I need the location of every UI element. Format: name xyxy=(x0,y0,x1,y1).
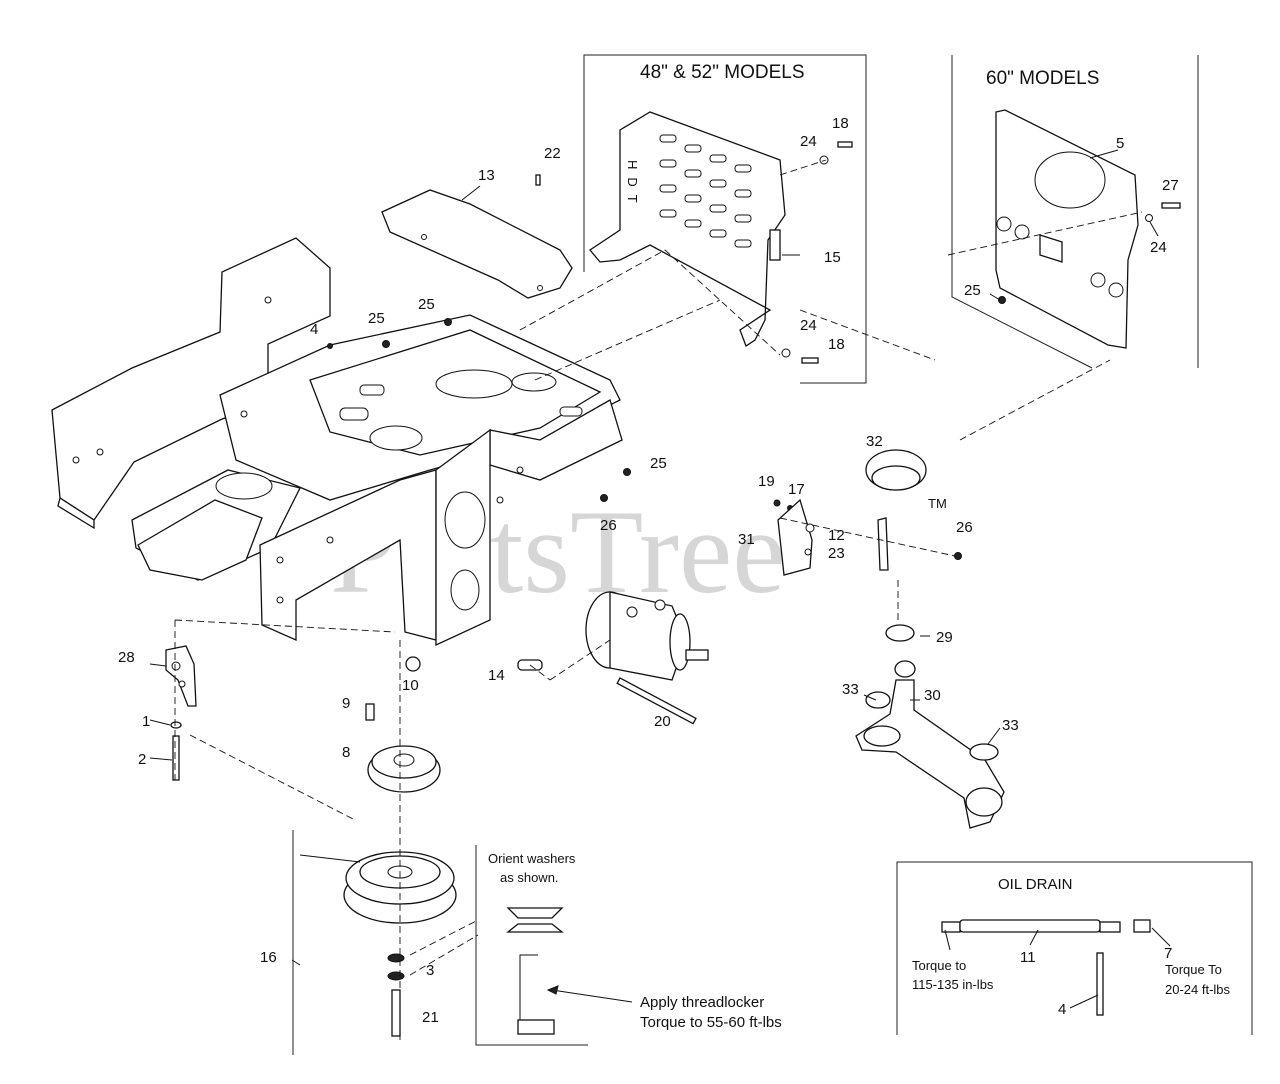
part-label-26-b: 26 xyxy=(956,519,973,536)
part-label-29: 29 xyxy=(936,629,953,646)
part-30-fill-tube xyxy=(855,624,1005,829)
torque-left-line2: 115-135 in-lbs xyxy=(912,977,994,992)
part-label-22: 22 xyxy=(544,145,561,162)
part-28-bracket xyxy=(165,645,197,707)
threadlocker-line1: Apply threadlocker xyxy=(640,994,764,1011)
part-label-8: 8 xyxy=(342,744,350,761)
part-label-14: 14 xyxy=(488,667,505,684)
part-label-28: 28 xyxy=(118,649,135,666)
part-label-15: 15 xyxy=(824,249,841,266)
part-label-24-bottom: 24 xyxy=(800,317,817,334)
panel-hdt-logo: HDT xyxy=(625,160,640,211)
inset-48-52-title: 48" & 52" MODELS xyxy=(640,62,805,83)
notes: Orient washers as shown. Apply threadloc… xyxy=(488,851,1231,1031)
part-label-4-drain: 4 xyxy=(1058,1001,1066,1018)
inset-60-models: 60" MODELS xyxy=(951,55,1199,369)
part-label-21: 21 xyxy=(422,1009,439,1026)
part-31-bracket xyxy=(777,498,889,576)
part-label-7: 7 xyxy=(1164,945,1172,962)
threadlocker-line2: Torque to 55-60 ft-lbs xyxy=(640,1014,782,1031)
inset-60-title: 60" MODELS xyxy=(986,68,1099,89)
part-label-32: 32 xyxy=(866,433,883,450)
part-15-hdt-panel: HDT xyxy=(589,111,786,347)
part-label-31: 31 xyxy=(738,531,755,548)
part-number-labels: 1 2 3 4 4 5 7 8 9 10 11 12 13 14 15 16 1… xyxy=(118,115,1179,1026)
part-label-18-top: 18 xyxy=(832,115,849,132)
hardware xyxy=(170,141,1181,781)
part-label-25-c: 25 xyxy=(650,455,667,472)
leader-lines xyxy=(149,149,1171,1009)
part-label-25-d: 25 xyxy=(964,282,981,299)
part-label-17: 17 xyxy=(788,481,805,498)
panel-slots xyxy=(659,134,752,248)
part-label-25-b: 25 xyxy=(418,296,435,313)
part-20-motor xyxy=(585,591,709,725)
part-label-33-left: 33 xyxy=(842,681,859,698)
inset-48-52-models: 48" & 52" MODELS xyxy=(583,54,867,384)
torque-right-line2: 20-24 ft-lbs xyxy=(1165,982,1231,997)
part-label-2: 2 xyxy=(138,751,146,768)
part-label-18-bottom: 18 xyxy=(828,336,845,353)
part-label-24-top: 24 xyxy=(800,133,817,150)
part-label-19: 19 xyxy=(758,473,775,490)
oil-drain-title: OIL DRAIN xyxy=(998,876,1072,893)
part-label-5: 5 xyxy=(1116,135,1124,152)
explosion-lines xyxy=(174,159,1143,1040)
torque-left-line1: Torque to xyxy=(912,958,966,973)
part-label-27: 27 xyxy=(1162,177,1179,194)
part-11-drain-hose xyxy=(941,919,1151,1016)
part-label-11: 11 xyxy=(1020,949,1036,966)
torque-right-line1: Torque To xyxy=(1165,962,1222,977)
orient-washers-line1: Orient washers xyxy=(488,851,576,866)
part-label-3: 3 xyxy=(426,962,434,979)
part-label-30: 30 xyxy=(924,687,941,704)
part-label-20: 20 xyxy=(654,713,671,730)
part-label-25-a: 25 xyxy=(368,310,385,327)
part-label-33-right: 33 xyxy=(1002,717,1019,734)
part-13-plate xyxy=(381,189,573,299)
washer-detail xyxy=(506,907,633,1035)
inset-clutch-detail xyxy=(292,830,588,1055)
part-label-13: 13 xyxy=(478,167,495,184)
part-label-16: 16 xyxy=(260,949,277,966)
orient-washers-line2: as shown. xyxy=(500,870,559,885)
part-label-26-a: 26 xyxy=(600,517,617,534)
part-label-23: 23 xyxy=(828,545,845,562)
part-label-24-right: 24 xyxy=(1150,239,1167,256)
part-label-1: 1 xyxy=(142,713,150,730)
part-label-12: 12 xyxy=(828,527,845,544)
part-label-9: 9 xyxy=(342,695,350,712)
inset-oil-drain: OIL DRAIN xyxy=(896,861,1253,1035)
main-frame xyxy=(51,237,623,647)
trademark-text: TM xyxy=(928,496,947,511)
part-32-cap xyxy=(865,449,927,491)
part-label-10: 10 xyxy=(402,677,419,694)
part-8-pulley xyxy=(367,745,441,793)
part-label-4-frame: 4 xyxy=(310,321,318,338)
